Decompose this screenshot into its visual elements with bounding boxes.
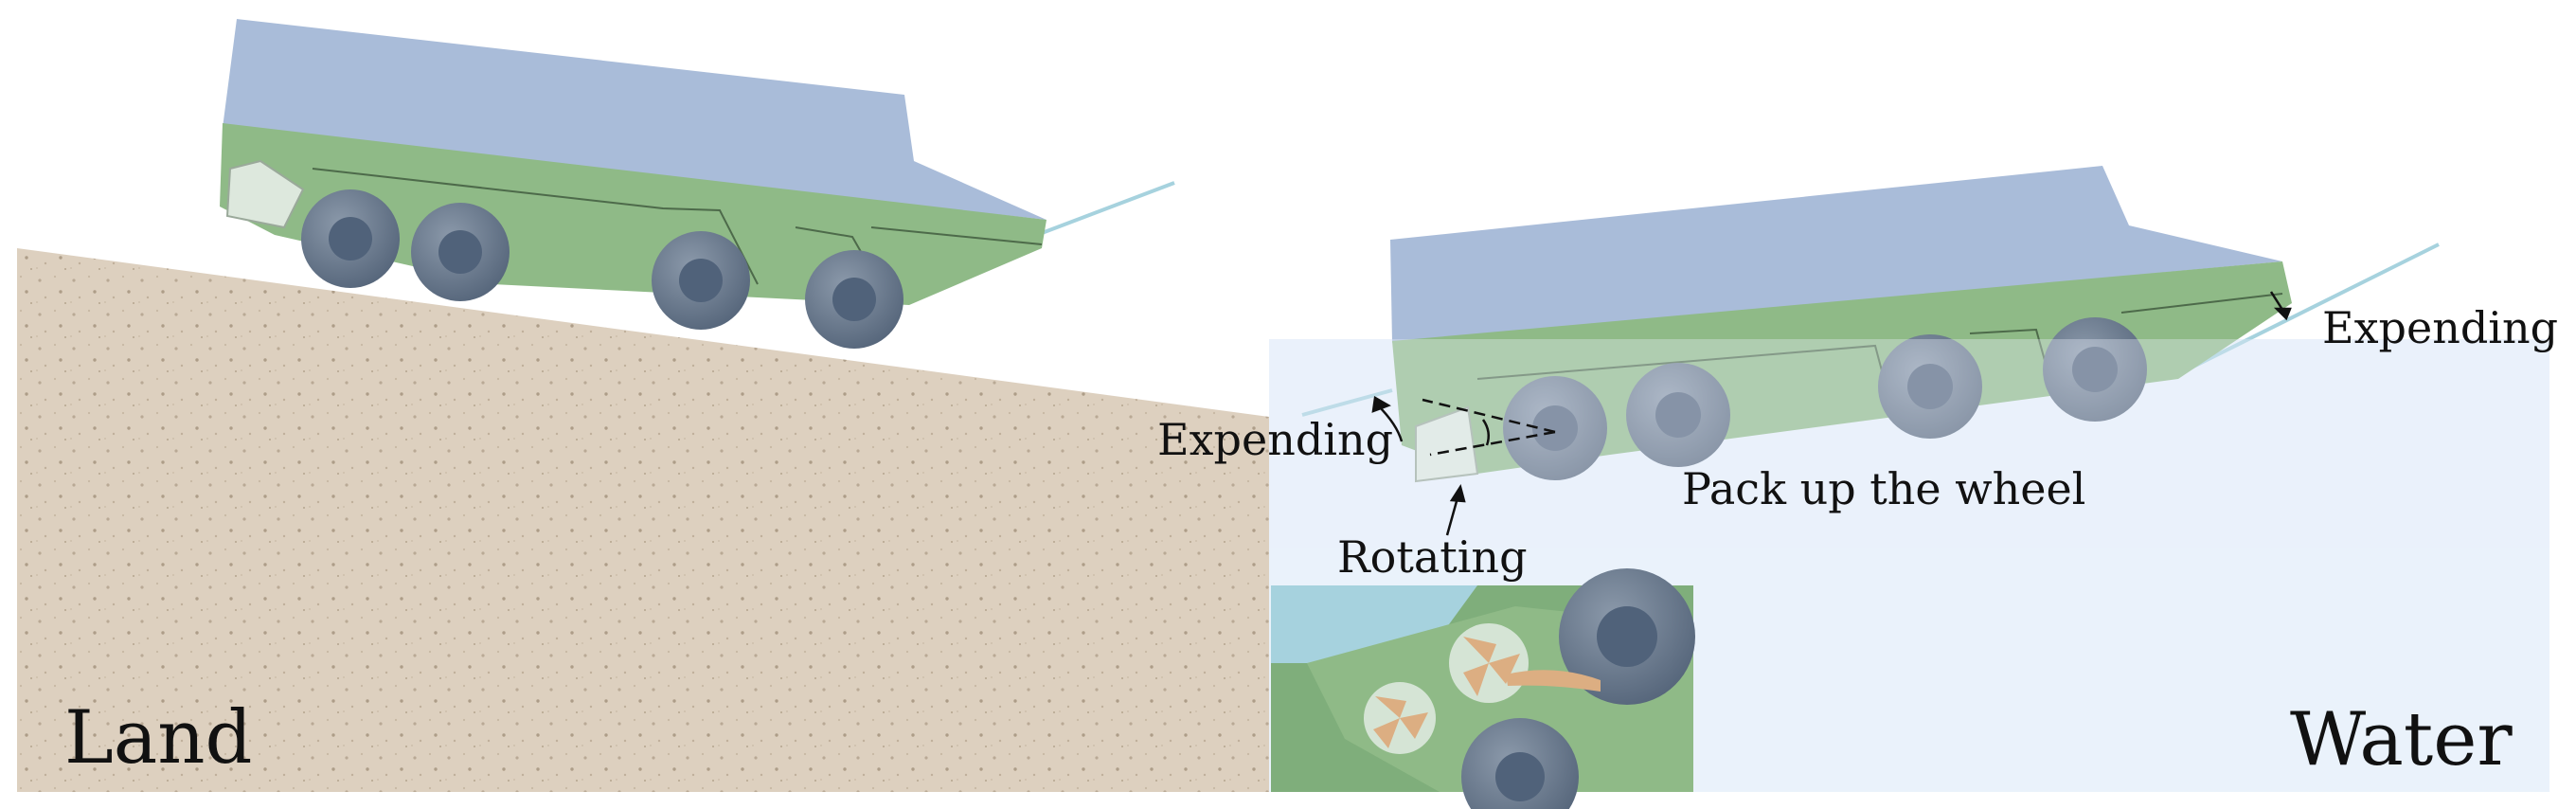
expending-front-label: Expending <box>2322 302 2558 353</box>
inset-propeller <box>1449 623 1601 703</box>
water-vehicle-wheel <box>2043 317 2147 422</box>
land-vehicle-hull-line-3 <box>870 226 1043 245</box>
inset-wheel <box>1559 568 1695 705</box>
land-vehicle-hull-top <box>223 19 1046 220</box>
water-vehicle-hull-top <box>1390 166 2282 343</box>
rotating-label: Rotating <box>1337 531 1528 583</box>
inset-wheel <box>1461 718 1579 809</box>
land-vehicle-hull-line <box>312 168 759 285</box>
land-slope <box>17 248 1269 792</box>
pack-up-wheel-label: Pack up the wheel <box>1682 463 2085 514</box>
propeller-inset <box>1271 568 1695 809</box>
land-label: Land <box>64 695 252 781</box>
water-surface-overlay <box>1269 339 2549 548</box>
water-vehicle-wheel <box>1878 334 1982 439</box>
land-vehicle-propeller-housing <box>225 159 305 229</box>
land-vehicle-wheel <box>805 250 903 349</box>
water-vehicle-rear-plate <box>1301 388 1393 417</box>
water-label: Water <box>2290 697 2513 782</box>
water-vehicle-hull-side <box>1392 261 2292 474</box>
water-vehicle-front-plate <box>2177 243 2440 376</box>
land-vehicle-wheel <box>411 203 510 301</box>
land-vehicle <box>220 19 1175 349</box>
water-vehicle-propeller-housing <box>1415 405 1479 483</box>
water-vehicle <box>1269 166 2549 548</box>
water-vehicle-hull-line-3 <box>2120 293 2283 314</box>
inset-propeller <box>1364 682 1436 754</box>
water-vehicle-wheel <box>1503 376 1607 480</box>
expending-rear-label: Expending <box>1157 414 1393 465</box>
land-vehicle-wheel <box>652 231 750 330</box>
land-vehicle-wheel <box>301 189 400 288</box>
angle-annotation <box>1371 291 2292 536</box>
water-vehicle-wheel <box>1626 363 1730 467</box>
